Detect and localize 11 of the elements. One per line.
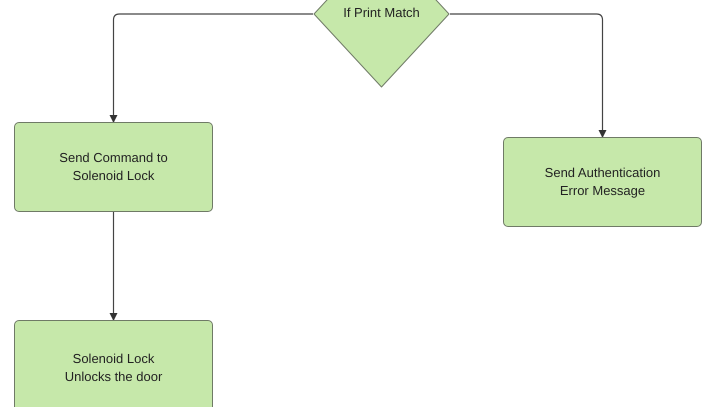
- process-label: Send Command to Solenoid Lock: [58, 149, 169, 185]
- arrow: [450, 13, 606, 138]
- process-box: [503, 137, 702, 227]
- process-box: [14, 320, 213, 407]
- process-label: Solenoid Lock Unlocks the door: [64, 350, 164, 386]
- arrow: [110, 212, 118, 321]
- process-box: [14, 122, 213, 212]
- process-label: Send Authentication Error Message: [544, 164, 662, 200]
- decision-label: If Print Match: [342, 5, 421, 21]
- arrow: [110, 13, 313, 123]
- decision-diamond: [314, 0, 450, 88]
